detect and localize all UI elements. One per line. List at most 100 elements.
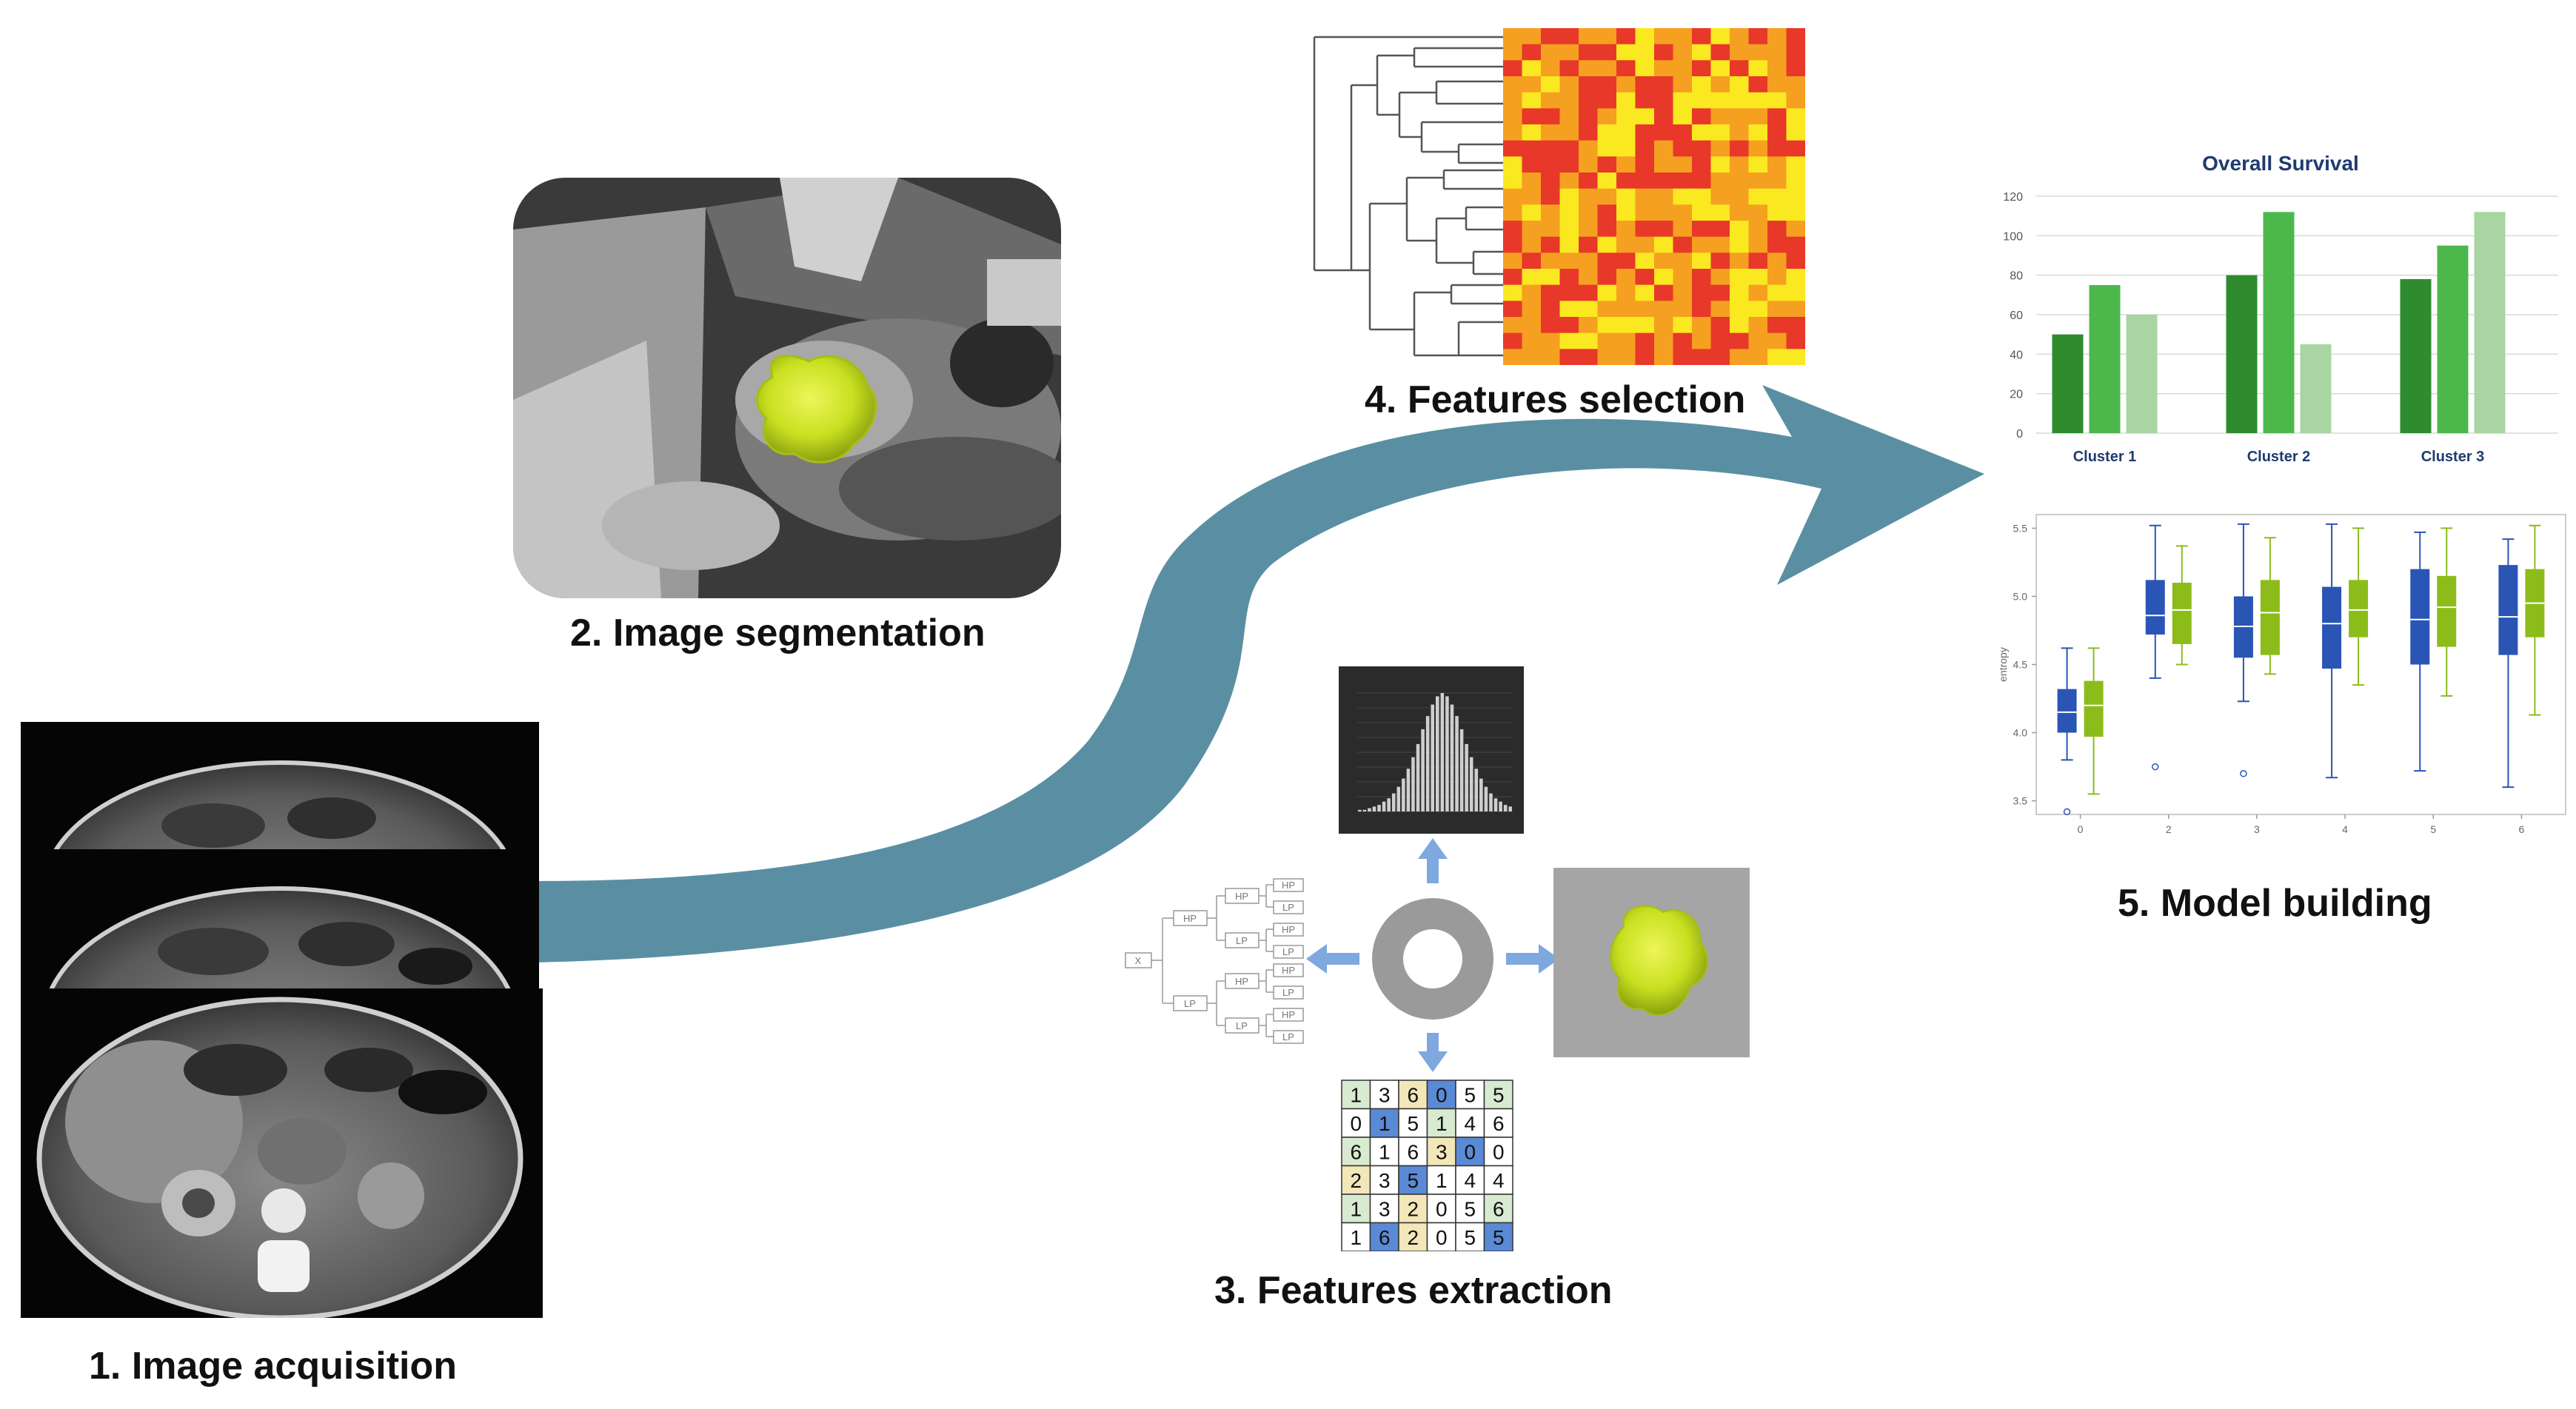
tree-node-lp: LP <box>1282 1031 1294 1042</box>
heatmap-cell <box>1522 28 1542 45</box>
matrix-cell <box>1483 1222 1513 1251</box>
heatmap-cell <box>1522 317 1542 334</box>
heatmap-cell <box>1673 28 1693 45</box>
x-tick-label: 5 <box>2430 823 2436 835</box>
heatmap-cell <box>1616 156 1636 173</box>
heatmap-cell <box>1673 221 1693 238</box>
heatmap-cell <box>1710 124 1730 141</box>
box-body <box>2084 680 2104 737</box>
tree-node-lp: LP <box>1236 1020 1248 1031</box>
heatmap-cell <box>1541 252 1560 270</box>
heatmap-cell <box>1786 349 1805 365</box>
heatmap-cell <box>1748 140 1768 157</box>
matrix-cell <box>1398 1108 1428 1138</box>
heatmap-cell <box>1541 221 1560 238</box>
heatmap-cell <box>1559 60 1579 77</box>
matrix-cell-value: 2 <box>1407 1197 1419 1220</box>
box-body <box>2172 583 2192 644</box>
heatmap-cell <box>1710 92 1730 109</box>
heatmap-cell <box>1767 28 1787 45</box>
matrix-cell-value: 6 <box>1493 1197 1505 1220</box>
matrix-cell-value: 6 <box>1407 1083 1419 1106</box>
heatmap-cell <box>1710 284 1730 301</box>
heatmap-cell <box>1522 349 1542 365</box>
heatmap-cell <box>1654 317 1673 334</box>
heatmap-cell <box>1748 28 1768 45</box>
matrix-cell-value: 6 <box>1379 1226 1391 1249</box>
y-tick-label: 60 <box>2010 309 2023 322</box>
heatmap-cell <box>1522 92 1542 109</box>
heatmap-cell <box>1748 236 1768 253</box>
matrix-cell-value: 1 <box>1350 1197 1362 1220</box>
step-label-selection: 4. Features selection <box>1365 378 1746 421</box>
heatmap-cell <box>1579 60 1598 77</box>
heatmap-cell <box>1673 140 1693 157</box>
heatmap-cell <box>1673 332 1693 349</box>
tumor-segmentation <box>756 355 877 463</box>
histogram-bar <box>1377 805 1381 811</box>
heatmap-cell <box>1654 236 1673 253</box>
heatmap-cell <box>1503 269 1522 286</box>
heatmap-cell <box>1616 301 1636 318</box>
heatmap-cell <box>1616 252 1636 270</box>
heatmap-cell <box>1673 76 1693 93</box>
heatmap-cell <box>1692 221 1711 238</box>
heatmap-cell <box>1710 252 1730 270</box>
heatmap-cell <box>1503 188 1522 205</box>
histogram-bar <box>1436 696 1439 811</box>
heatmap-cell <box>1503 76 1522 93</box>
heatmap-cell <box>1710 156 1730 173</box>
y-tick-label: 80 <box>2010 270 2023 283</box>
chart-bar <box>2263 212 2295 433</box>
heatmap-cell <box>1730 204 1749 221</box>
heatmap-cell <box>1710 76 1730 93</box>
heatmap-cell <box>1616 140 1636 157</box>
heatmap-cell <box>1597 301 1617 318</box>
heatmap-cell <box>1597 156 1617 173</box>
heatmap-cell <box>1654 221 1673 238</box>
heatmap-cell <box>1616 269 1636 286</box>
histogram-bar <box>1465 743 1468 811</box>
heatmap-cell <box>1522 269 1542 286</box>
heatmap-cell <box>1559 44 1579 61</box>
heatmap-cell <box>1559 221 1579 238</box>
heatmap-cell <box>1767 124 1787 141</box>
heatmap-cell <box>1786 108 1805 125</box>
matrix-cell-value: 0 <box>1436 1197 1448 1220</box>
flow-arrow-shape <box>533 385 1984 963</box>
matrix-cell-value: 3 <box>1379 1083 1391 1106</box>
heatmap-cell <box>1579 317 1598 334</box>
heatmap-cell <box>1673 349 1693 365</box>
heatmap-cell <box>1730 156 1749 173</box>
heatmap-cell <box>1503 173 1522 190</box>
tumor-icon <box>1610 905 1708 1016</box>
matrix-cell-value: 0 <box>1350 1112 1362 1135</box>
heatmap-cell <box>1597 108 1617 125</box>
heatmap-cell <box>1597 140 1617 157</box>
heatmap-cell <box>1730 28 1749 45</box>
heatmap-cell <box>1579 301 1598 318</box>
heatmap-cell <box>1748 204 1768 221</box>
heatmap-cell <box>1748 332 1768 349</box>
heatmap-cell <box>1786 301 1805 318</box>
heatmap-cell <box>1635 28 1655 45</box>
heatmap-cell <box>1541 28 1560 45</box>
histogram-bar <box>1440 693 1445 811</box>
heatmap-cell <box>1541 140 1560 157</box>
segmentation-image <box>513 178 1061 598</box>
histogram-bar <box>1503 805 1508 811</box>
heatmap-cell <box>1767 108 1787 125</box>
heatmap-cell <box>1786 92 1805 109</box>
heatmap-cell <box>1579 221 1598 238</box>
heatmap-cell <box>1559 173 1579 190</box>
heatmap-cell <box>1730 269 1749 286</box>
histogram-bar <box>1406 769 1411 811</box>
heatmap-cell <box>1654 301 1673 318</box>
heatmap-cell <box>1692 236 1711 253</box>
histogram-bar <box>1425 716 1430 811</box>
heatmap-cell <box>1692 204 1711 221</box>
heatmap-cell <box>1616 92 1636 109</box>
histogram-bar <box>1411 757 1415 811</box>
heatmap-cell <box>1597 188 1617 205</box>
heatmap-cell <box>1692 140 1711 157</box>
